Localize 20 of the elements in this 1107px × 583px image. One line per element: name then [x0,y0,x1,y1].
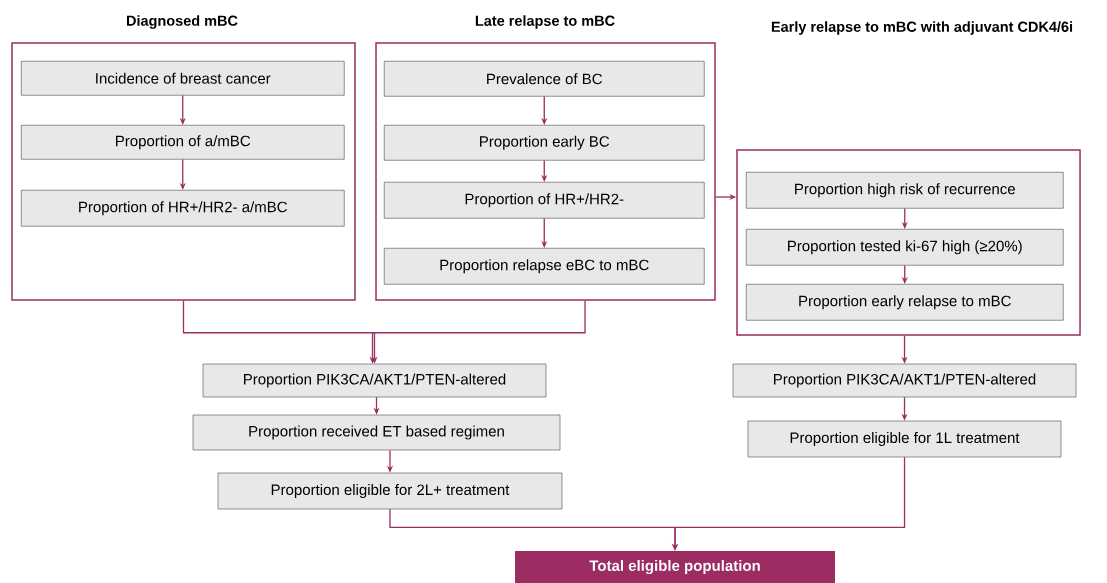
process-box: Proportion PIK3CA/AKT1/PTEN-altered [202,363,547,398]
process-box: Prevalence of BC [383,60,705,97]
process-box: Proportion tested ki-67 high (≥20%) [745,228,1064,266]
group-heading: Diagnosed mBC [127,15,238,29]
process-box: Proportion eligible for 2L+ treatment [217,472,563,510]
process-box: Proportion PIK3CA/AKT1/PTEN-altered [732,363,1077,398]
process-box: Proportion of HR+/HR2- [383,181,705,219]
process-box: Proportion of HR+/HR2- a/mBC [20,189,345,227]
group-frame [736,149,1081,336]
group-heading: Late relapse to mBC [475,15,615,29]
process-box: Incidence of breast cancer [20,60,345,96]
process-box: Proportion high risk of recurrence [745,171,1064,209]
result-box: Total eligible population [515,551,835,583]
process-box: Proportion relapse eBC to mBC [383,247,705,285]
process-box: Proportion early BC [383,124,705,161]
process-box: Proportion eligible for 1L treatment [747,420,1062,458]
process-box: Proportion early relapse to mBC [745,283,1064,321]
column-heading: Early relapse to mBC with adjuvant CDK4/6i [771,21,1073,35]
process-box: Proportion received ET based regimen [192,414,561,451]
process-box: Proportion of a/mBC [20,124,345,160]
